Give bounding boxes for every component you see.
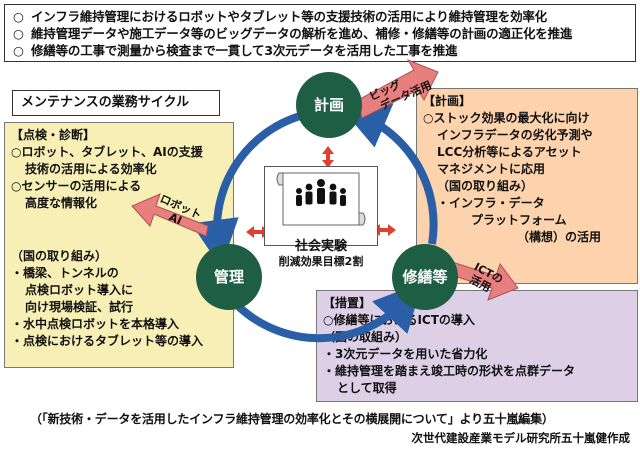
inspection-item: 技術の活用による効率化 xyxy=(25,162,157,176)
plan-item: インフラデータの劣化予測や xyxy=(437,128,593,142)
source-note: （「新技術・データを活用したインフラ維持管理の効率化とその横展開について」より五… xyxy=(30,412,554,426)
people-group-icon xyxy=(296,179,346,206)
measures-action: ・3次元データを用いた省力化 xyxy=(323,347,488,361)
inspection-action: ・水中点検ロボットを本格導入 xyxy=(11,317,180,331)
cycle-arrow-repair-to-plan xyxy=(339,103,438,245)
inspection-action: ・点検におけるタブレット等の導入 xyxy=(11,334,204,348)
measures-box: 【措置】 ○修繕等におけるICTの導入 （国の取組み） ・3次元データを用いた省… xyxy=(316,290,638,402)
plan-action: ・インフラ・データ xyxy=(437,196,545,210)
double-arrow-right-icon xyxy=(372,224,396,236)
plan-heading: 【計画】 xyxy=(423,94,472,108)
plan-node: 計画 xyxy=(296,72,362,138)
social-experiment-panel xyxy=(264,166,378,246)
plan-item: LCC分析等によるアセット xyxy=(437,145,582,159)
inspection-subheading: （国の取り組み） xyxy=(11,249,108,263)
cycle-arrow-plan-to-manage xyxy=(191,112,302,268)
measures-action: ・維持管理を踏まえ竣工時の形状を点群データ xyxy=(323,364,576,378)
plan-action: （構想）の活用 xyxy=(517,230,602,244)
summary-line: ○修繕等の工事で測量から検査まで一貫して3次元データを活用した工事を推進 xyxy=(13,43,458,58)
inspection-item: ○ロボット、タブレット、AIの支援 xyxy=(11,145,203,159)
inspection-item: ○センサーの活用による xyxy=(11,179,142,193)
inspection-heading: 【点検・診断】 xyxy=(11,128,96,142)
inspection-item: 高度な情報化 xyxy=(25,196,98,210)
center-exchange-arrows xyxy=(246,146,396,238)
author-credit: 次世代建設産業モデル研究所五十嵐健作成 xyxy=(411,431,631,445)
plan-box: 【計画】 ○ストック効果の最大化に向け インフラデータの劣化予測や LCC分析等… xyxy=(416,88,638,284)
reduction-target: 削減効果目標2割 xyxy=(278,255,364,268)
cycle-arrows xyxy=(191,103,438,343)
measures-heading: 【措置】 xyxy=(323,296,372,310)
inspection-action: ・橋梁、トンネルの xyxy=(11,266,119,280)
plan-item: ○ストック効果の最大化に向け xyxy=(423,111,590,125)
measures-action: として取得 xyxy=(337,381,397,395)
double-arrow-up-icon xyxy=(322,146,334,168)
bigdata-arrow xyxy=(357,58,439,119)
inspection-action: 点検ロボット導入に xyxy=(25,283,134,297)
scroll-icon xyxy=(276,172,366,226)
plan-subheading: （国の取り組み） xyxy=(437,179,534,193)
plan-item: マネジメントに応用 xyxy=(437,162,546,176)
summary-box: ○インフラ維持管理におけるロボットやタブレット等の支援技術の活用により維持管理を… xyxy=(4,4,636,62)
inspection-action: 向け現場検証、試行 xyxy=(25,300,134,314)
cycle-arrow-manage-to-repair xyxy=(233,282,423,343)
social-experiment-title: 社会実験 xyxy=(294,239,347,254)
summary-line: ○インフラ維持管理におけるロボットやタブレット等の支援技術の活用により維持管理を… xyxy=(13,9,547,24)
summary-line: ○維持管理データや施工データ等のビッグデータの解析を進め、補修・修繕等の計画の適… xyxy=(13,26,573,41)
repair-node: 修繕等 xyxy=(392,244,458,310)
management-node: 管理 xyxy=(196,244,262,310)
plan-action: プラットフォーム xyxy=(471,213,567,227)
social-experiment-caption: 社会実験 削減効果目標2割 xyxy=(246,238,396,269)
robot-ai-arrow xyxy=(131,193,209,237)
maintenance-cycle-title: メンテナンスの業務サイクル xyxy=(12,90,220,116)
